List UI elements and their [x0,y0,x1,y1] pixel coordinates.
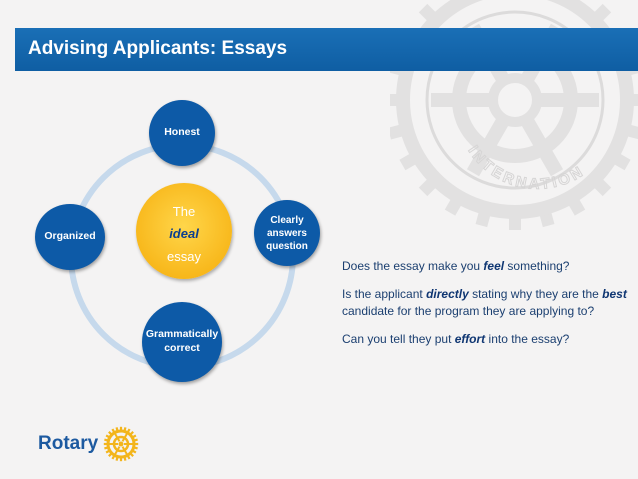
diagram-node-honest: Honest [149,100,215,166]
node-label-grammatically-correct: Grammatically correct [145,328,219,354]
question-directly: Is the applicant directly stating why th… [342,287,627,318]
slide-title: Advising Applicants: Essays [28,38,288,59]
rotary-wheel-logo-icon [103,426,139,462]
title-bar: Advising Applicants: Essays [15,28,638,71]
node-label-organized: Organized [44,230,96,243]
rotary-logo-text: Rotary [38,433,99,454]
question-effort: Can you tell they put effort into the es… [342,332,570,346]
questions-block: Does the essay make you feel something? … [342,258,632,359]
diagram-center-node: The ideal essay [136,183,232,279]
center-line-1: The [172,204,196,219]
diagram-node-clearly-answers: Clearly answers question [254,200,320,266]
rotary-logo: Rotary [38,426,139,462]
center-line-2: ideal [169,226,199,241]
node-label-honest: Honest [164,126,200,139]
node-label-clearly-answers: Clearly answers question [266,214,308,252]
diagram-node-grammatically-correct: Grammatically correct [142,302,222,382]
question-feel: Does the essay make you feel something? [342,259,570,273]
diagram-node-organized: Organized [35,204,105,270]
center-line-3: essay [167,249,201,264]
